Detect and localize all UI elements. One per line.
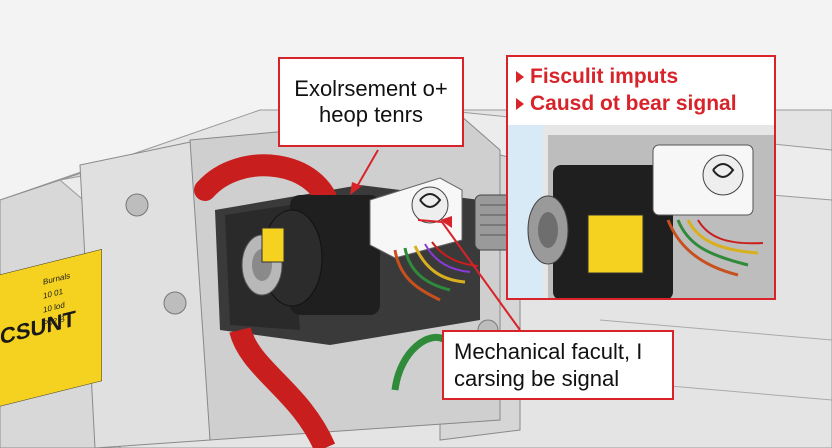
inset-item-label: Fisculit imputs — [530, 65, 679, 88]
green-cable — [391, 334, 447, 391]
callout-bottom-line2: carsing be signal — [454, 366, 620, 391]
coil-fitting — [474, 194, 516, 251]
callout-bottom-line1: Mechanical facult, I — [454, 339, 643, 364]
warning-label: CSUNT Burnals 10 01 10 lod Pb2 B — [0, 249, 102, 407]
inset-detail: Fisculit imputs Causd ot bear signal — [506, 55, 776, 300]
inset-item-label: Causd ot bear signal — [530, 92, 737, 115]
red-cable-lower — [229, 326, 336, 448]
pointer-lines — [350, 149, 521, 331]
inset-item: Causd ot bear signal — [516, 90, 766, 117]
triangle-bullet-icon — [516, 98, 524, 111]
inset-item: Fisculit imputs — [516, 63, 766, 90]
inset-illustration — [508, 125, 774, 298]
callout-top-line1: Exolrsement o+ — [294, 76, 448, 101]
switch-module — [369, 177, 463, 259]
triangle-bullet-icon — [516, 71, 524, 84]
callout-top-line2: heop tenrs — [319, 102, 423, 127]
callout-top: Exolrsement o+ heop tenrs — [278, 57, 464, 147]
callout-bottom: Mechanical facult, I carsing be signal — [442, 330, 674, 400]
inset-header: Fisculit imputs Causd ot bear signal — [508, 57, 774, 127]
sensor-cylinder — [241, 195, 380, 315]
red-cable-upper — [194, 154, 341, 221]
